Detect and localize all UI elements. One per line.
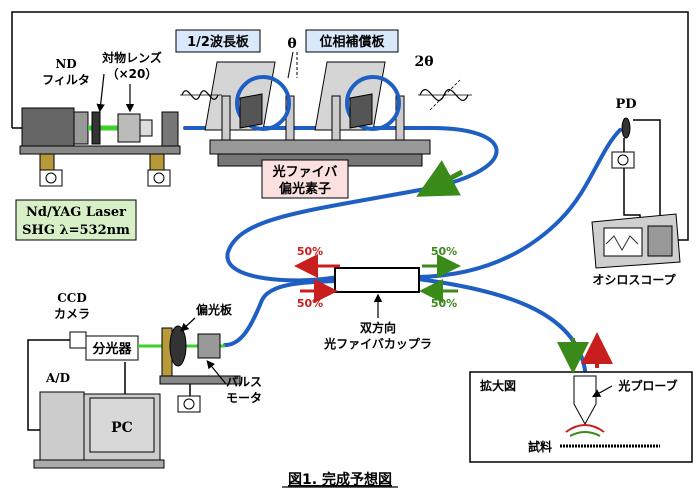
wave-plate-assembly — [204, 61, 431, 167]
nd-filter — [91, 111, 101, 145]
pd-label: PD — [615, 97, 636, 112]
spectrometer-label: 分光器 — [92, 341, 132, 357]
nd-filter-label-2: フィルタ — [42, 73, 90, 87]
two-theta-label: 2θ — [414, 54, 433, 70]
control-wires — [11, 11, 689, 431]
ccd-label-2: カメラ — [54, 307, 90, 321]
pc-label: PC — [111, 420, 133, 436]
photodiode — [611, 117, 635, 169]
oscilloscope-label: オシロスコープ — [592, 272, 676, 287]
spectrometer-box — [85, 335, 139, 361]
oscilloscope — [591, 213, 681, 269]
coupler-box — [334, 267, 420, 293]
phase-comp-label: 位相補償板 — [319, 34, 385, 50]
fiber-direction-arrow — [416, 160, 464, 197]
objective-label-1: 対物レンズ — [101, 50, 162, 65]
enlarged-view-label: 拡大図 — [480, 378, 516, 393]
pulse-motor-label-2: モータ — [226, 391, 262, 405]
pulse-motor-label-1: パルス — [226, 375, 262, 389]
probe-label: 光プローブ — [617, 378, 677, 393]
fiber-polarizer-label-1: 光ファイバ — [272, 164, 338, 180]
laser-label-box — [15, 199, 137, 241]
pct-right-bottom: 50% — [431, 297, 457, 310]
pct-left-bottom: 50% — [297, 297, 323, 310]
pct-left-top: 50% — [297, 245, 323, 258]
objective-lens — [117, 111, 179, 147]
coupler-label-2: 光ファイバカップラ — [323, 336, 432, 351]
laser-label-2: SHG λ=532nm — [22, 223, 130, 238]
fiber-polarizer-label-box — [261, 159, 349, 199]
nd-filter-label-1: ND — [55, 57, 76, 71]
laser-label-1: Nd/YAG Laser — [26, 205, 126, 220]
polarizer-label: 偏光板 — [196, 302, 233, 317]
phase-comp-label-box — [305, 29, 399, 53]
polarizer-assembly — [159, 325, 241, 413]
ccd-label-1: CCD — [57, 291, 87, 305]
coupler-label-1: 双方向 — [360, 320, 396, 335]
ad-label: A/D — [45, 371, 70, 385]
pct-right-top: 50% — [431, 245, 457, 258]
fiber-polarizer-label-2: 偏光素子 — [279, 181, 331, 197]
nd-yag-laser — [19, 107, 181, 187]
optical-probe — [560, 375, 660, 448]
pc-computer — [33, 391, 165, 469]
ccd-camera — [69, 331, 87, 349]
sample-label: 試料 — [528, 439, 552, 454]
figure-caption: 図1. 完成予想図 — [288, 471, 392, 488]
half-wave-plate-label: 1/2波長板 — [187, 34, 250, 50]
theta-label: θ — [287, 36, 296, 52]
objective-label-2: （×20） — [107, 66, 158, 81]
half-wave-plate-label-box — [175, 29, 261, 53]
